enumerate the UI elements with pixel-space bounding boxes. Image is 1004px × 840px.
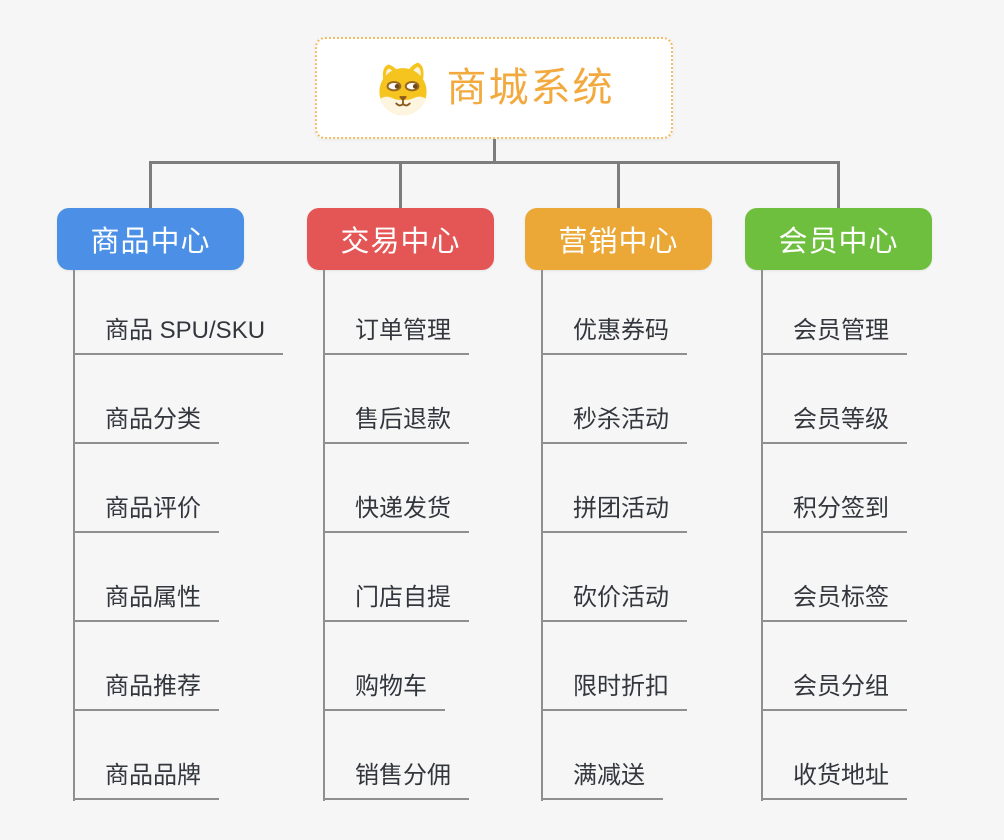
leaf-node[interactable]: 售后退款 [323, 405, 469, 444]
branch-header[interactable]: 商品中心 [57, 208, 244, 270]
leaf-node[interactable]: 会员管理 [761, 316, 907, 355]
branch-header[interactable]: 营销中心 [525, 208, 712, 270]
leaf-node[interactable]: 拼团活动 [541, 494, 687, 533]
branch-header[interactable]: 会员中心 [745, 208, 932, 270]
leaf-node[interactable]: 会员等级 [761, 405, 907, 444]
leaf-node[interactable]: 销售分佣 [323, 761, 469, 800]
branch-trunk-line [73, 270, 75, 801]
connector-drop-line [837, 161, 840, 209]
leaf-node[interactable]: 会员标签 [761, 583, 907, 622]
leaf-node[interactable]: 购物车 [323, 672, 445, 711]
leaf-node[interactable]: 优惠券码 [541, 316, 687, 355]
leaf-node[interactable]: 限时折扣 [541, 672, 687, 711]
doge-icon [374, 59, 432, 117]
leaf-node[interactable]: 门店自提 [323, 583, 469, 622]
connector-drop-line [149, 161, 152, 209]
leaf-node[interactable]: 商品分类 [73, 405, 219, 444]
leaf-node[interactable]: 积分签到 [761, 494, 907, 533]
branch-member-center: 会员中心 会员管理 会员等级 积分签到 会员标签 会员分组 收货地址 [745, 208, 1004, 808]
leaf-node[interactable]: 秒杀活动 [541, 405, 687, 444]
branch-trunk-line [761, 270, 763, 801]
connector-bus-line [149, 161, 840, 164]
leaf-node[interactable]: 订单管理 [323, 316, 469, 355]
root-node[interactable]: 商城系统 [315, 37, 673, 139]
leaf-node[interactable]: 砍价活动 [541, 583, 687, 622]
branch-trade-center: 交易中心 订单管理 售后退款 快递发货 门店自提 购物车 销售分佣 [307, 208, 567, 808]
connector-drop-line [399, 161, 402, 209]
leaf-node[interactable]: 商品属性 [73, 583, 219, 622]
leaf-node[interactable]: 会员分组 [761, 672, 907, 711]
leaf-node[interactable]: 商品品牌 [73, 761, 219, 800]
leaf-node[interactable]: 商品评价 [73, 494, 219, 533]
leaf-node[interactable]: 收货地址 [761, 761, 907, 800]
branch-trunk-line [541, 270, 543, 801]
leaf-node[interactable]: 商品推荐 [73, 672, 219, 711]
branch-header[interactable]: 交易中心 [307, 208, 494, 270]
branch-product-center: 商品中心 商品 SPU/SKU 商品分类 商品评价 商品属性 商品推荐 商品品牌 [57, 208, 317, 808]
leaf-node[interactable]: 满减送 [541, 761, 663, 800]
leaf-node[interactable]: 快递发货 [323, 494, 469, 533]
branch-marketing-center: 营销中心 优惠券码 秒杀活动 拼团活动 砍价活动 限时折扣 满减送 [525, 208, 785, 808]
root-title: 商城系统 [446, 66, 615, 110]
branch-trunk-line [323, 270, 325, 801]
leaf-node[interactable]: 商品 SPU/SKU [73, 316, 284, 355]
connector-root-line [493, 139, 496, 163]
connector-drop-line [617, 161, 620, 209]
